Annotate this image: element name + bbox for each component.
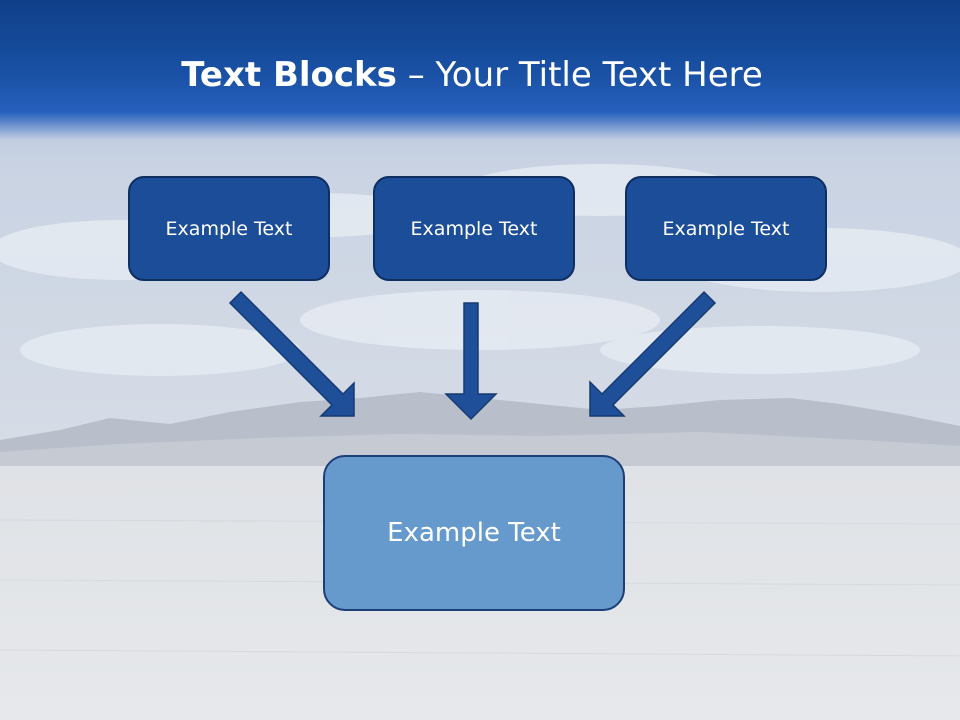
text-block-2[interactable]: Example Text — [373, 176, 575, 281]
text-block-1-label: Example Text — [165, 217, 293, 240]
text-block-3[interactable]: Example Text — [625, 176, 827, 281]
title-bold-part: Text Blocks — [181, 55, 397, 95]
text-block-3-label: Example Text — [662, 217, 790, 240]
title-separator: – — [396, 55, 436, 95]
text-block-result[interactable]: Example Text — [323, 455, 625, 611]
text-block-1[interactable]: Example Text — [128, 176, 330, 281]
text-block-2-label: Example Text — [410, 217, 538, 240]
header-band — [0, 0, 960, 140]
title-normal-part: Your Title Text Here — [435, 55, 763, 95]
text-block-result-label: Example Text — [387, 518, 561, 548]
slide-title: Text Blocks – Your Title Text Here — [0, 52, 944, 98]
